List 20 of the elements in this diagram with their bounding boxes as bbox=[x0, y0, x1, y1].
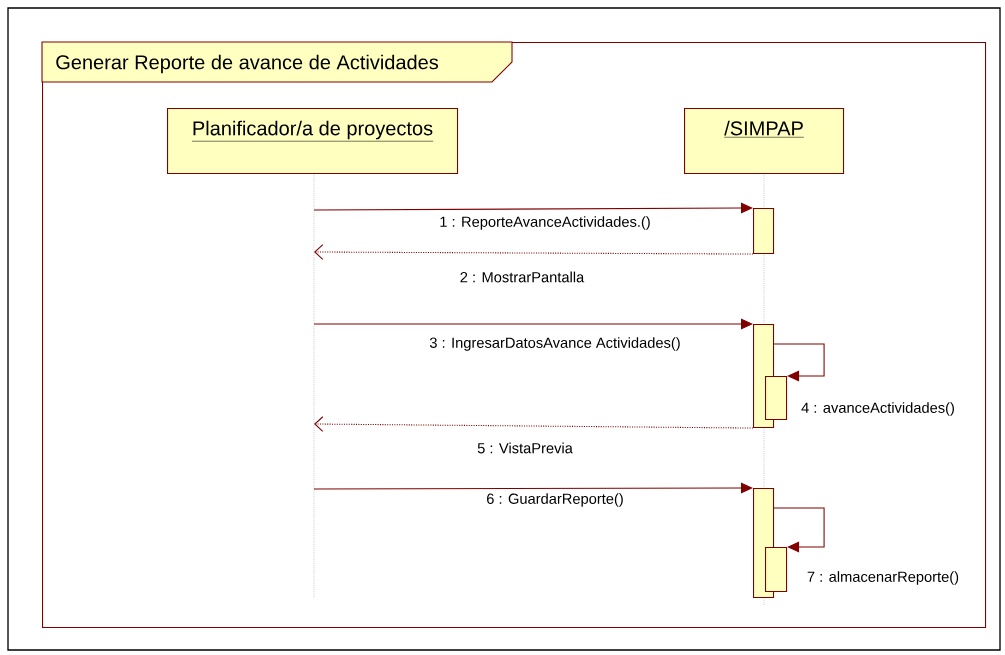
lifeline-box: /SIMPAP bbox=[684, 108, 845, 175]
message-arrow bbox=[313, 202, 753, 214]
frame-tab: Generar Reporte de avance de Actividades bbox=[41, 41, 513, 83]
message-label: 1 : ReporteAvanceActividades.() bbox=[437, 214, 653, 232]
message-label: 6 : GuardarReporte() bbox=[484, 491, 626, 509]
message-label: 5 : VistaPrevia bbox=[475, 441, 575, 455]
message-label: 7 : almacenarReporte() bbox=[805, 569, 961, 587]
message-label: 4 : avanceActividades() bbox=[799, 400, 957, 418]
activation-bar bbox=[765, 547, 788, 593]
message-arrow bbox=[773, 343, 825, 382]
message-arrow bbox=[313, 482, 753, 494]
lifeline-box: Planificador/a de proyectos bbox=[167, 108, 459, 175]
message-arrow bbox=[314, 416, 754, 432]
message-label: 2 : MostrarPantalla bbox=[458, 270, 586, 284]
message-arrow bbox=[313, 318, 753, 330]
activation-bar bbox=[753, 208, 775, 255]
message-arrow bbox=[773, 507, 825, 553]
message-arrow bbox=[314, 244, 754, 260]
message-label: 3 : IngresarDatosAvance Actividades() bbox=[428, 335, 682, 353]
activation-bar bbox=[765, 376, 788, 421]
